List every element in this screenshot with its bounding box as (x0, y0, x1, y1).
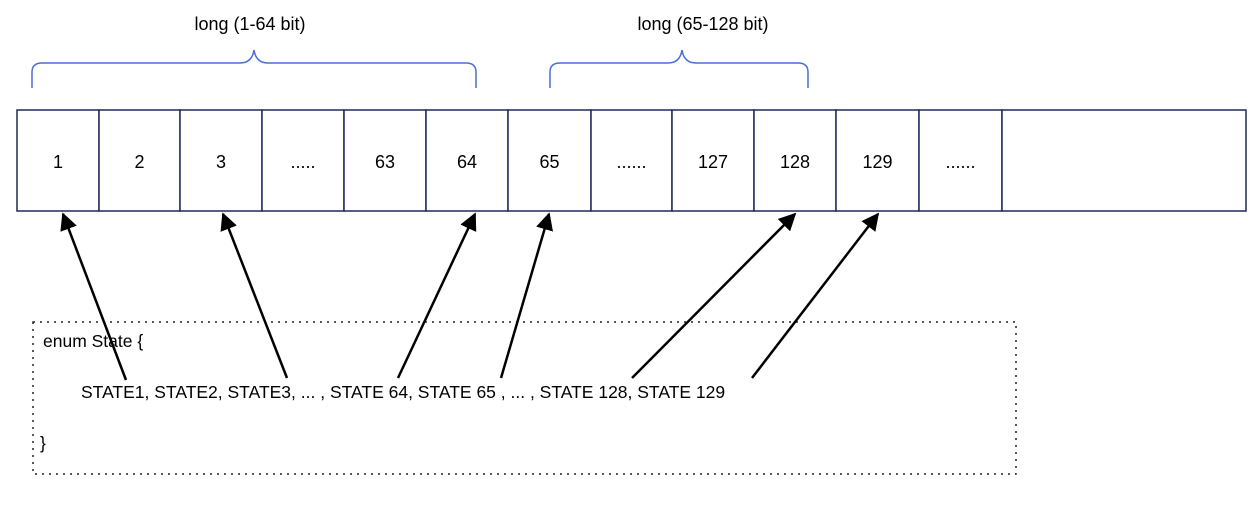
bit-cell (343, 109, 427, 212)
bit-cell-label: ..... (290, 152, 315, 172)
bit-cell-label: ...... (945, 152, 975, 172)
bit-cell (507, 109, 592, 212)
bit-cell (16, 109, 100, 212)
bit-cells-strip: 1 2 3..... 63 64 65...... 127 128 129...... (16, 109, 1247, 212)
group-label-high-long: long (65-128 bit) (637, 14, 768, 34)
bit-cell-label: 63 (375, 152, 395, 172)
bit-cell-label: 129 (862, 152, 892, 172)
bit-cell-label: ...... (616, 152, 646, 172)
enum-members: STATE1, STATE2, STATE3, ... , STATE 64, … (81, 382, 725, 402)
bit-cell-label: 2 (134, 152, 144, 172)
arrow-state3-to-bit3 (220, 212, 289, 379)
bit-cell (425, 109, 509, 212)
arrow-state64-to-bit64 (396, 212, 477, 379)
bit-cell (1001, 109, 1247, 212)
bit-cell-label: 127 (698, 152, 728, 172)
group-label-low-long: long (1-64 bit) (194, 14, 305, 34)
bit-cell (179, 109, 263, 212)
arrow-state128-to-bit128 (631, 212, 797, 379)
enum-header: enum State { (43, 331, 143, 351)
bit-cell (753, 109, 837, 212)
brace-high-long (549, 49, 809, 88)
bit-cell-label: 1 (53, 152, 63, 172)
bit-cell-label: 64 (457, 152, 477, 172)
bit-cell (98, 109, 181, 212)
arrow-state129-to-bit129 (751, 212, 880, 379)
arrow-state1-to-bit1 (60, 212, 128, 381)
enum-definition-box (32, 321, 1017, 475)
bit-cell (590, 109, 673, 212)
enum-footer: } (40, 433, 46, 453)
bit-cell-label: 128 (780, 152, 810, 172)
bit-cell-label: 3 (216, 152, 226, 172)
arrow-state65-to-bit65 (499, 212, 553, 379)
bit-cell-label: 65 (539, 152, 559, 172)
bit-cell (918, 109, 1003, 212)
bit-cell (671, 109, 755, 212)
brace-low-long (31, 49, 477, 88)
